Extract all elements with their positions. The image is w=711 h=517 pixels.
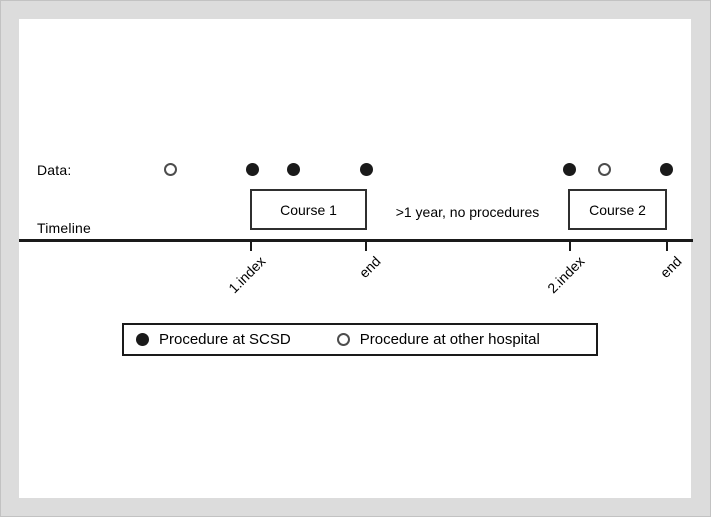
filled-circle [359,163,373,176]
legend-box: Procedure at SCSD Procedure at other hosp… [122,323,598,356]
data-row-label: Data: [37,162,72,178]
filled-circle [286,163,300,176]
filled-circle [659,163,673,176]
legend-item-label: Procedure at other hospital [359,331,540,348]
open-circle [336,333,350,346]
tick-mark [569,241,571,251]
open-circle [597,163,611,176]
filled-circle [245,163,259,176]
course-1-box: Course 1 [250,189,367,230]
legend-item-label: Procedure at SCSD [159,331,291,348]
tick-mark [250,241,252,251]
course-2-box: Course 2 [568,189,667,230]
legend-item: Procedure at SCSD [136,331,291,348]
tick-mark [666,241,668,251]
timeline-axis-label: Timeline [37,220,91,236]
course-1-label: Course 1 [280,201,337,218]
open-circle [163,163,177,176]
timeline-axis-line [19,239,693,242]
course-2-label: Course 2 [589,201,646,218]
figure-panel [19,19,691,498]
filled-circle [562,163,576,176]
gap-annotation: >1 year, no procedures [395,204,540,220]
tick-mark [365,241,367,251]
legend-item: Procedure at other hospital [336,331,540,348]
filled-circle [136,333,149,346]
